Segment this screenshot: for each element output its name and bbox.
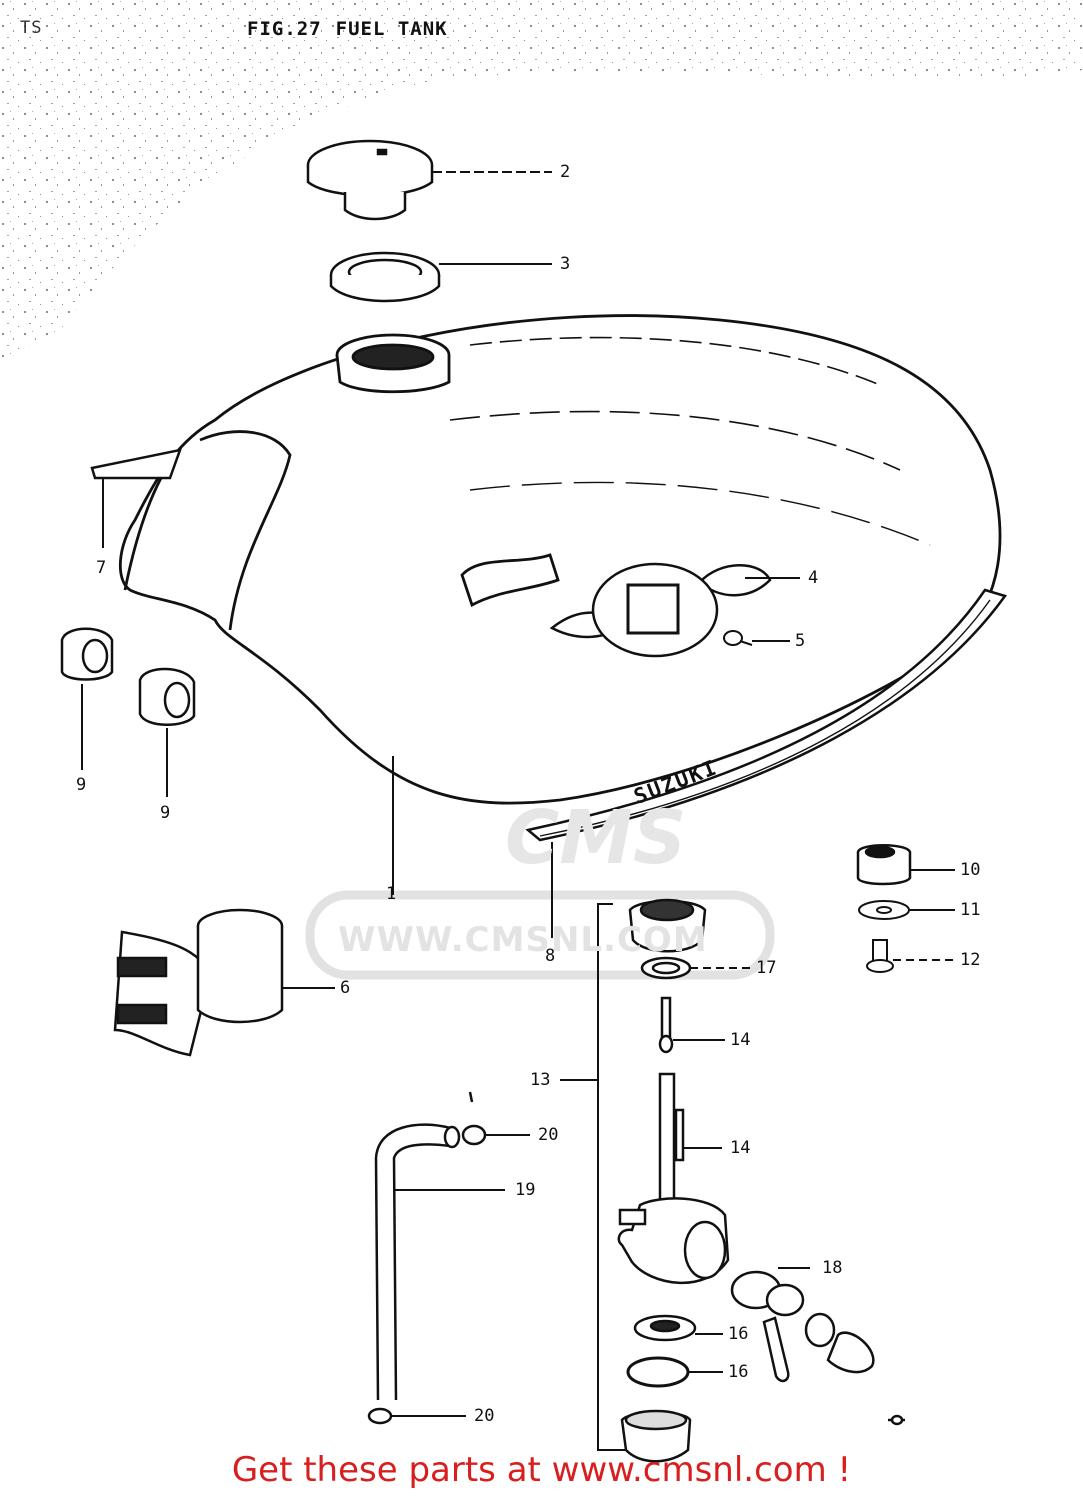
fuel-cock-nut bbox=[628, 898, 707, 953]
filler-cap bbox=[306, 139, 434, 221]
fuel-cock-body bbox=[617, 1072, 730, 1284]
callout-20b: 20 bbox=[474, 1406, 495, 1426]
callout-2: 2 bbox=[560, 162, 571, 182]
washer bbox=[858, 900, 910, 920]
figure-number: FIG.27 bbox=[247, 18, 322, 40]
callout-16: 16 bbox=[728, 1324, 749, 1344]
callout-18: 18 bbox=[822, 1258, 843, 1278]
fuel-cock-gasket bbox=[640, 956, 692, 980]
fuel-tank-body bbox=[118, 314, 1002, 805]
tank-cushion-a bbox=[60, 627, 114, 681]
callout-20a: 20 bbox=[538, 1125, 559, 1145]
corner-code: TS bbox=[20, 18, 43, 38]
callout-19: 19 bbox=[515, 1180, 536, 1200]
callout-14a: 14 bbox=[730, 1030, 751, 1050]
bolt bbox=[866, 939, 894, 973]
callout-10: 10 bbox=[960, 860, 981, 880]
hose-clip-upper bbox=[461, 1091, 487, 1146]
callout-1: 1 bbox=[386, 884, 397, 904]
hose-clip-lower bbox=[367, 1407, 393, 1425]
fuel-cock-oring bbox=[626, 1356, 690, 1388]
tank-side-panel bbox=[90, 448, 182, 480]
tank-stripe bbox=[525, 588, 1008, 842]
footer-parts-link[interactable]: Get these parts at www.cmsnl.com ! bbox=[231, 1450, 852, 1490]
callout-6: 6 bbox=[340, 978, 351, 998]
rubber-cushion bbox=[856, 844, 912, 886]
cap-gasket bbox=[329, 251, 441, 303]
callout-17: 16 bbox=[728, 1362, 749, 1382]
watermark-url: WWW.CMSNL.COM bbox=[338, 920, 708, 960]
callout-11: 11 bbox=[960, 900, 981, 920]
callout-3: 3 bbox=[560, 254, 571, 274]
tape-roll bbox=[113, 908, 284, 1057]
callout-12: 12 bbox=[960, 950, 981, 970]
watermark-cms: CMS bbox=[505, 795, 687, 881]
callout-5: 5 bbox=[795, 631, 806, 651]
fuel-cock-lever bbox=[730, 1270, 905, 1426]
callout-13: 13 bbox=[530, 1070, 551, 1090]
figure-title: FIG.27 FUEL TANK bbox=[247, 18, 448, 40]
callout-7: 7 bbox=[96, 558, 107, 578]
tank-emblem bbox=[549, 562, 772, 658]
callout-9a: 9 bbox=[76, 775, 87, 795]
fuel-strainer-pipe bbox=[658, 996, 674, 1054]
leader-13 bbox=[560, 903, 640, 1451]
tank-cushion-b bbox=[138, 667, 196, 726]
callout-14b: 14 bbox=[730, 1138, 751, 1158]
scan-noise bbox=[0, 0, 1083, 360]
fuel-cock-packing bbox=[633, 1314, 697, 1342]
callout-4: 4 bbox=[808, 568, 819, 588]
callout-9b: 9 bbox=[160, 803, 171, 823]
callout-15: 17 bbox=[756, 958, 777, 978]
sediment-bowl bbox=[620, 1409, 692, 1463]
fuel-hose bbox=[374, 1123, 461, 1401]
callout-8: 8 bbox=[545, 946, 556, 966]
emblem-screw bbox=[723, 630, 753, 646]
figure-name: FUEL TANK bbox=[335, 18, 448, 40]
